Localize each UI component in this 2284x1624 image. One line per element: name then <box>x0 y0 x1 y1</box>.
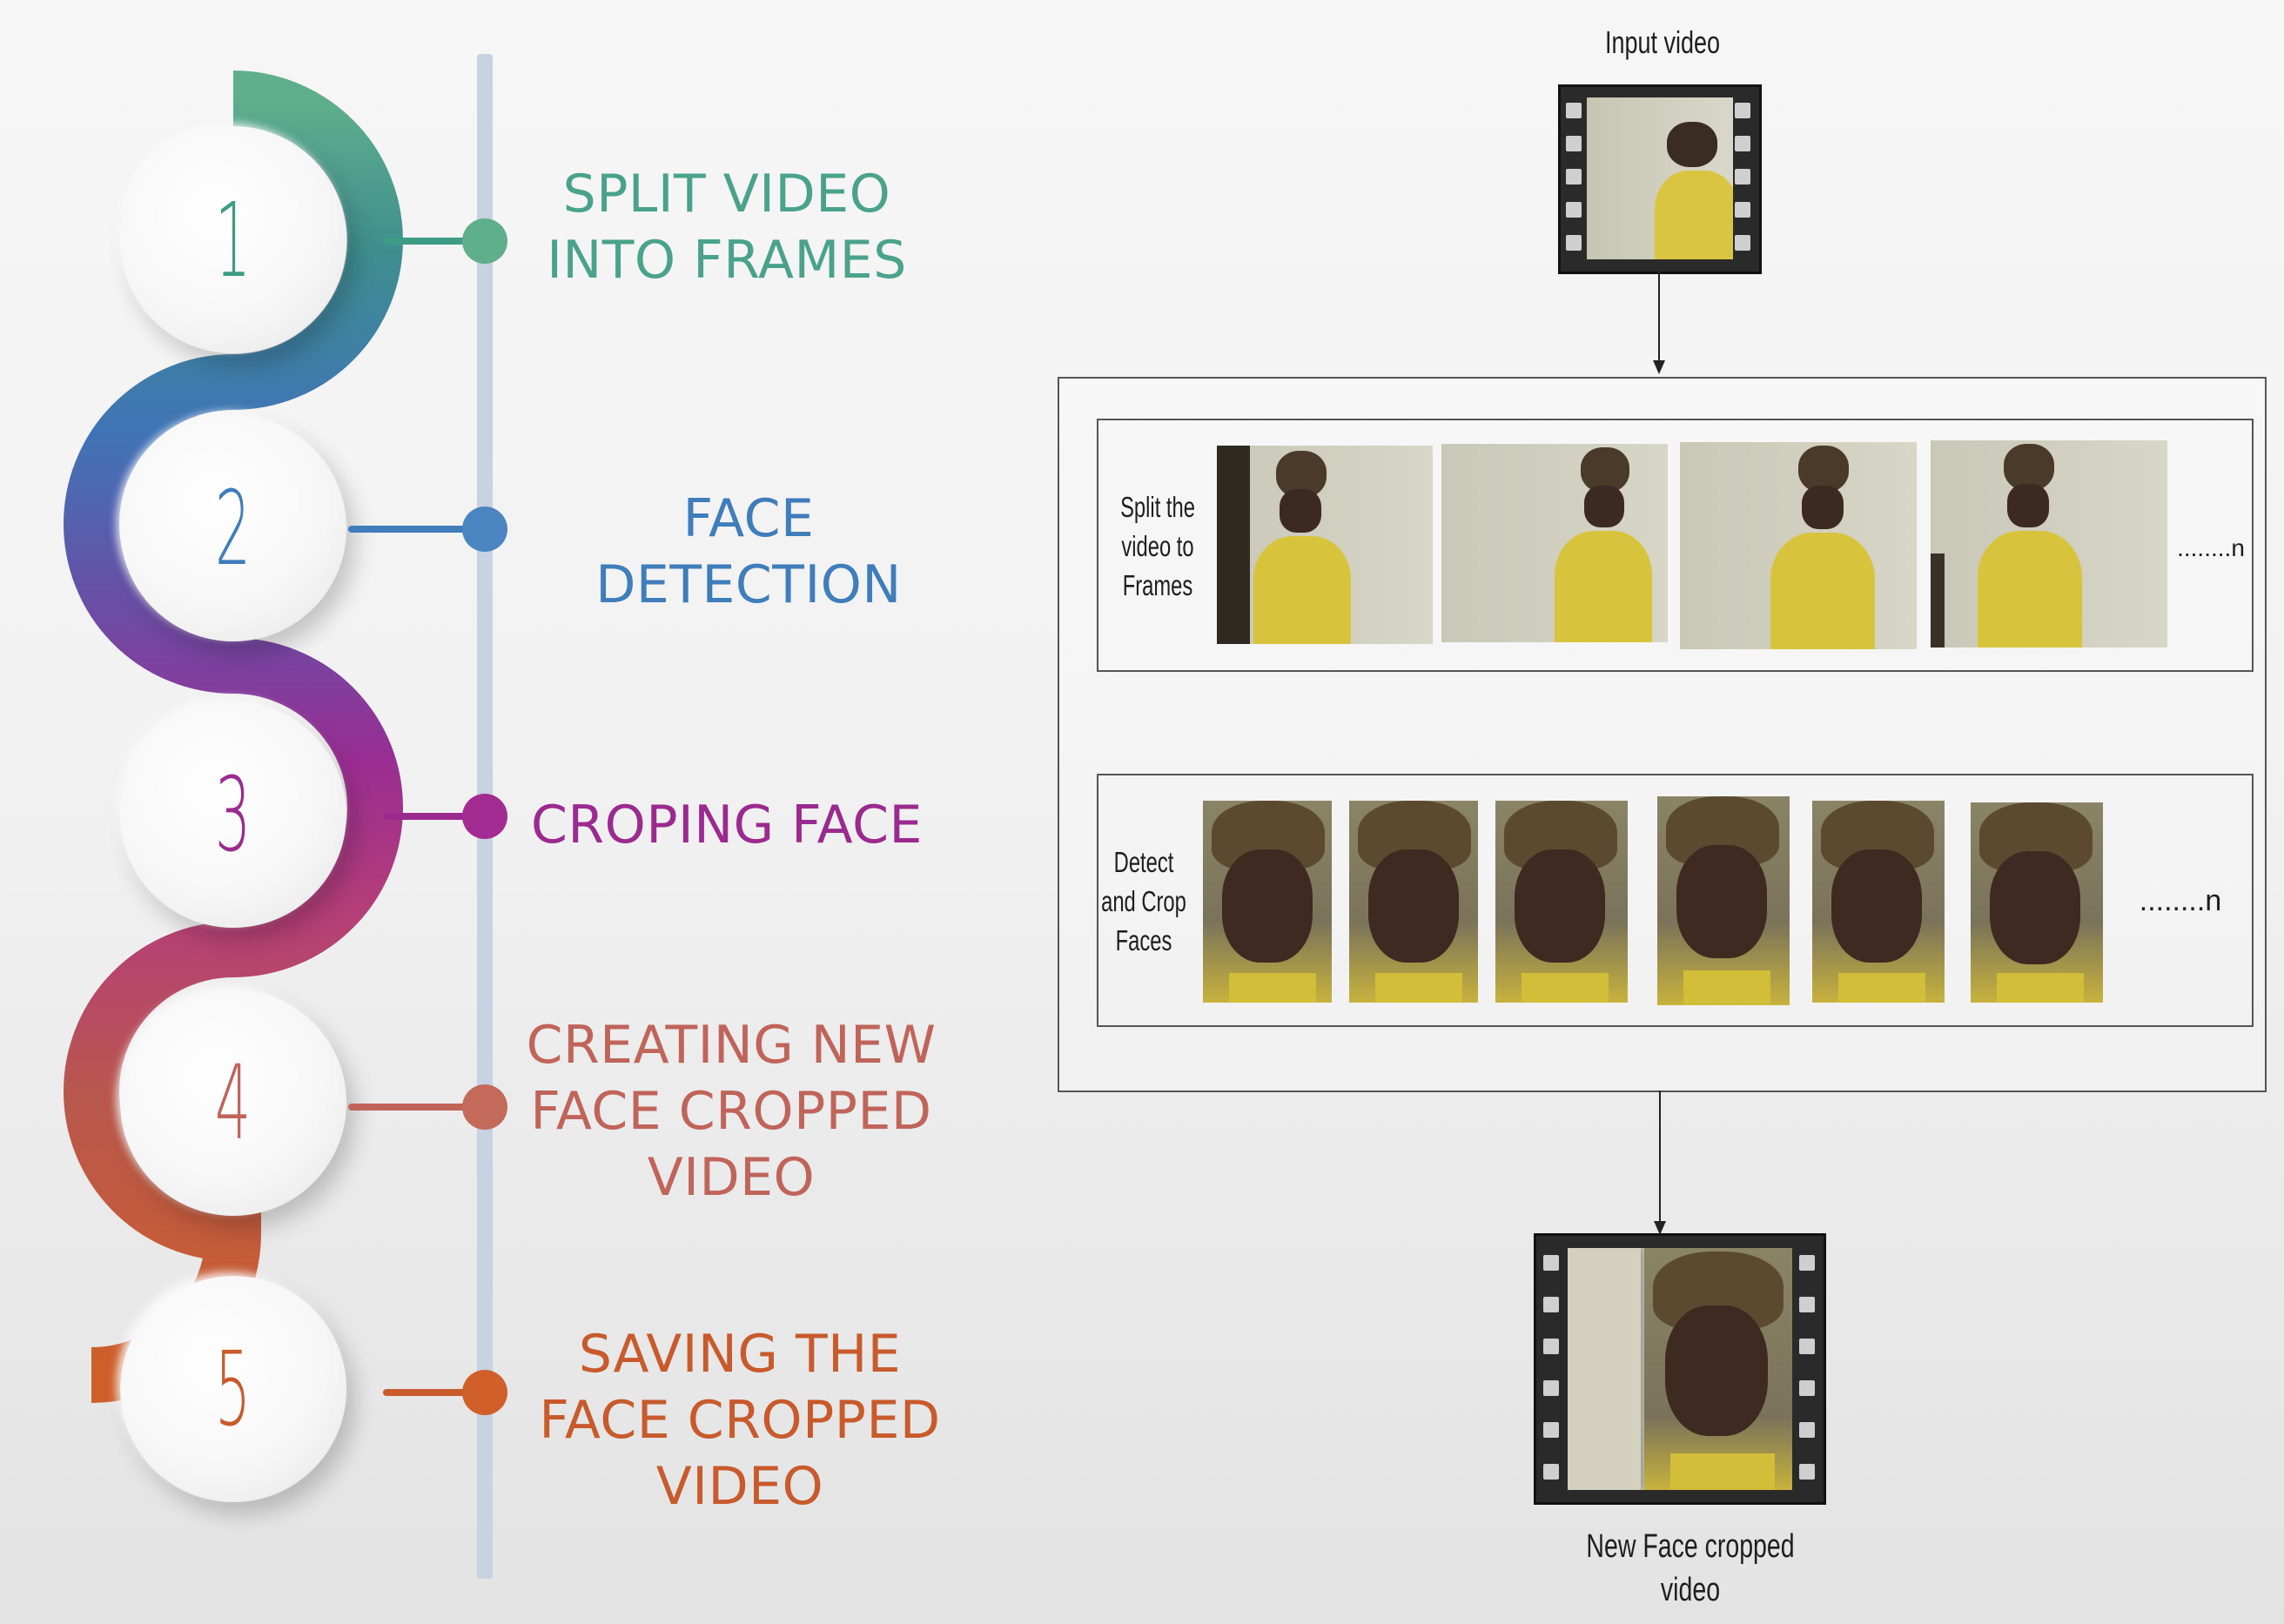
split-frames-box <box>1097 419 2254 672</box>
step-3-number: 3 <box>215 755 252 875</box>
step-1-circle: 1 <box>120 127 346 353</box>
step-3-circle: 3 <box>120 701 346 928</box>
arrow-process-to-output <box>1659 1090 1661 1223</box>
video-frame-1 <box>1217 446 1433 644</box>
cropped-face-1 <box>1203 801 1332 1003</box>
detect-crop-ellipsis: ........n <box>2139 884 2222 917</box>
step-3-connector <box>383 813 480 820</box>
process-snake-curve <box>64 70 403 1403</box>
step-4-dot <box>462 1084 507 1130</box>
step-2-number: 2 <box>215 468 252 588</box>
arrow-head-2 <box>1654 1221 1666 1235</box>
step-2-connector <box>348 526 480 533</box>
step-5-number: 5 <box>215 1329 252 1449</box>
detect-crop-box <box>1097 774 2254 1027</box>
step-1-label: SPLIT VIDEO INTO FRAMES <box>547 164 907 291</box>
step-5-circle: 5 <box>120 1276 346 1502</box>
video-frame-4 <box>1931 440 2167 648</box>
output-video-label: New Face cropped video <box>1586 1528 1795 1608</box>
output-video-thumbnail <box>1534 1233 1826 1505</box>
video-frame-2 <box>1441 444 1668 642</box>
step-5-label: SAVING THE FACE CROPPED VIDEO <box>539 1324 941 1517</box>
split-frames-label: Split the video to Frames <box>1120 491 1195 601</box>
step-1-dot <box>462 218 507 264</box>
step-1-connector <box>383 238 480 245</box>
step-3-label: CROPING FACE <box>531 795 923 856</box>
input-video-thumbnail <box>1558 84 1762 274</box>
input-video-label: Input video <box>1604 24 1721 60</box>
step-2-circle: 2 <box>120 415 346 641</box>
step-2-label: FACE DETECTION <box>595 488 902 615</box>
step-2-dot <box>462 507 507 552</box>
step-3-dot <box>462 794 507 839</box>
cropped-face-3 <box>1495 801 1628 1003</box>
split-frames-ellipsis: ........n <box>2177 534 2245 561</box>
cropped-face-2 <box>1349 801 1478 1003</box>
arrow-input-to-process <box>1658 272 1660 362</box>
step-5-dot <box>462 1370 507 1415</box>
arrow-head-1 <box>1653 360 1665 374</box>
step-1-number: 1 <box>215 180 252 300</box>
step-4-number: 4 <box>215 1043 252 1163</box>
step-4-label: CREATING NEW FACE CROPPED VIDEO <box>526 1015 937 1208</box>
cropped-face-4 <box>1657 796 1790 1005</box>
video-frame-3 <box>1680 442 1917 649</box>
step-4-connector <box>348 1104 480 1111</box>
step-5-connector <box>383 1389 480 1396</box>
detect-crop-label: Detect and Crop Faces <box>1101 846 1186 956</box>
cropped-face-6 <box>1971 802 2103 1003</box>
step-4-circle: 4 <box>120 990 346 1216</box>
cropped-face-5 <box>1812 801 1945 1003</box>
